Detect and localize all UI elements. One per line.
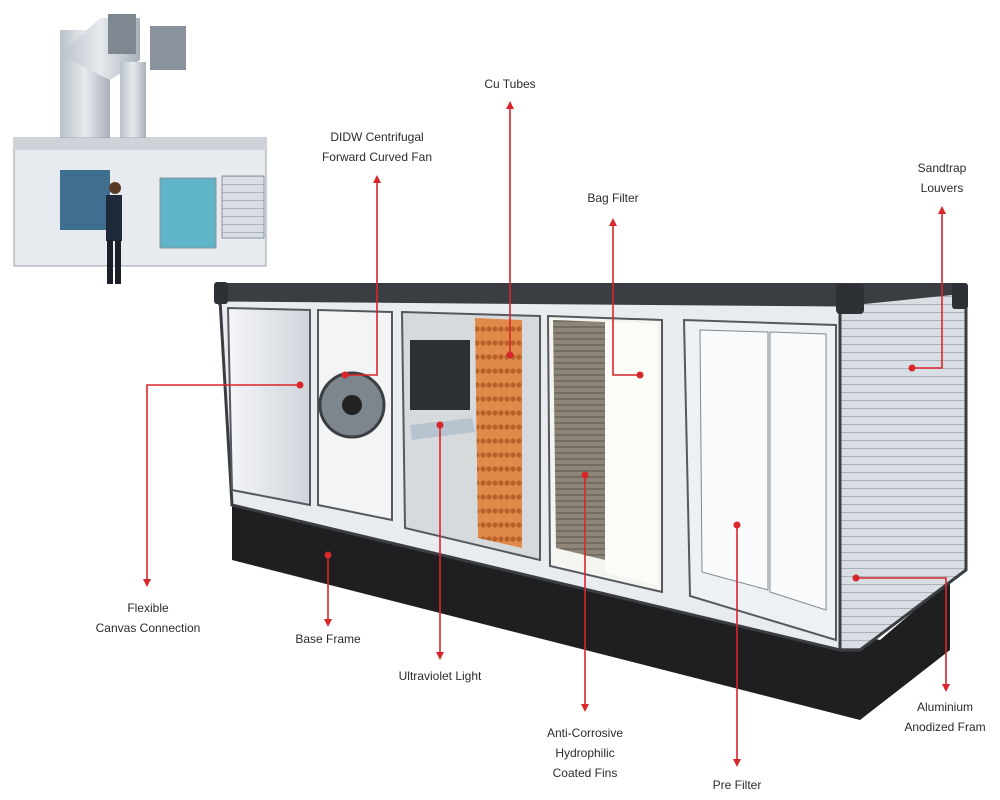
canvas-section — [226, 306, 311, 507]
leader-arrowhead — [581, 704, 589, 712]
leader-arrowhead — [942, 684, 950, 692]
unit-top — [14, 138, 266, 150]
base-frame-body — [232, 500, 950, 720]
ahu-main-unit — [214, 282, 968, 720]
callout-leaders — [146, 103, 947, 765]
technician-figure — [106, 182, 122, 284]
leader-louvers — [912, 208, 943, 369]
leader-dot — [581, 471, 589, 479]
leader-arrowhead — [733, 759, 741, 767]
corner-cap — [952, 283, 968, 309]
callout-base-frame: Base Frame — [295, 632, 361, 646]
exhaust-grille — [108, 14, 136, 54]
fan-section — [60, 170, 110, 230]
leader-arrowhead — [324, 619, 332, 627]
callout-bag-filter: Bag Filter — [587, 191, 639, 205]
drain-assembly — [410, 340, 470, 410]
leader-alu-frame — [856, 577, 947, 690]
pre-filter-panel-2 — [769, 331, 827, 611]
callout-pre-filter: Pre Filter — [712, 778, 762, 792]
leader-arrowhead — [436, 652, 444, 660]
leader-dot — [908, 364, 916, 372]
exhaust-grille-2 — [150, 26, 186, 70]
leader-bag-filter — [612, 220, 640, 376]
installed-unit-inset — [13, 14, 267, 284]
callout-cu-tubes: Cu Tubes — [484, 77, 536, 91]
leader-arrowhead — [373, 175, 381, 183]
vertical-duct-2 — [120, 62, 146, 142]
leader-dot — [341, 371, 349, 379]
leader-dot — [436, 421, 444, 429]
leader-dot — [733, 521, 741, 529]
leader-dot — [852, 574, 860, 582]
top-rail — [218, 283, 966, 305]
leader-dot — [636, 371, 644, 379]
copper-coil — [475, 318, 522, 548]
leader-arrowhead — [609, 218, 617, 226]
leader-arrowhead — [506, 101, 514, 109]
bag-filter-pleats — [553, 320, 605, 560]
callout-uv-light: Ultraviolet Light — [398, 669, 482, 683]
leader-dot — [296, 381, 304, 389]
uv-lamp — [410, 418, 475, 440]
louver-face — [838, 290, 968, 652]
leader-canvas — [146, 384, 300, 585]
leader-dot — [506, 351, 514, 359]
bag-filter-media — [605, 322, 658, 586]
fan-hub — [342, 395, 362, 415]
leader-fan — [345, 177, 378, 376]
louver-panel — [221, 175, 265, 239]
corner-cap — [214, 282, 228, 304]
leader-arrowhead — [143, 579, 151, 587]
leader-arrowhead — [938, 206, 946, 214]
pre-filter-panel-1 — [699, 329, 769, 591]
coil-window — [159, 177, 217, 249]
leader-dot — [324, 551, 332, 559]
corner-cap — [836, 284, 864, 314]
